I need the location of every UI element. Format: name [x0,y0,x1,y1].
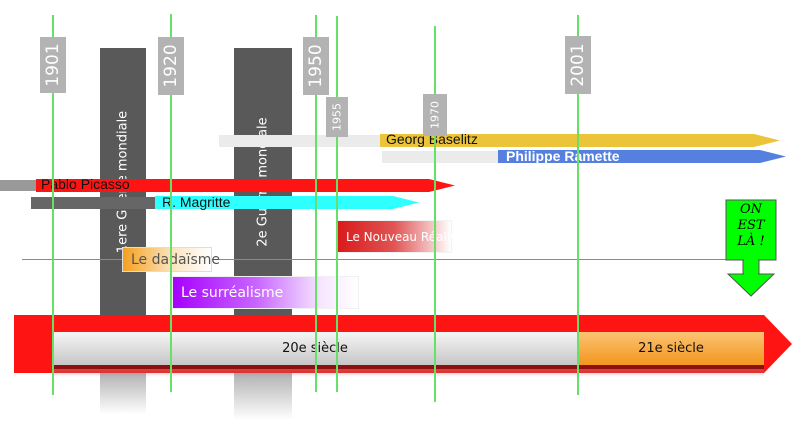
movement-surrealisme[interactable]: Le surréalisme [172,276,359,309]
artist-label-ramette: Philippe Ramette [506,148,620,164]
war-band-ww1-reflection [100,372,146,414]
year-label: 2001 [568,43,588,87]
artist-bar-picasso[interactable] [36,179,455,192]
artist-track-magritte [31,197,157,209]
artist-label-picasso: Pablo Picasso [41,176,130,192]
war-band-ww2-reflection [234,372,292,420]
marker-line: ON [739,202,763,217]
guide-line-1955 [336,16,338,392]
movement-label: Le Nouveau Réalisme [346,229,476,244]
year-box-2001: 2001 [565,36,591,94]
on-est-la-marker: ON EST LÀ ! [725,198,777,300]
artist-track-picasso [0,180,38,191]
artist-bar-magritte[interactable] [155,196,419,209]
present-line [22,259,730,260]
artist-bar-ramette[interactable] [498,150,786,163]
year-box-1950: 1950 [303,37,329,95]
marker-text: ON EST LÀ ! [726,202,776,250]
artist-track-baselitz [219,135,381,147]
century-band-21: 21e siècle [578,332,764,369]
movement-label: Le surréalisme [181,284,284,301]
artist-track-ramette [382,151,500,163]
year-label: 1955 [330,103,344,131]
year-box-1955: 1955 [326,97,348,137]
year-box-1920: 1920 [158,37,184,95]
movement-nouveau-realisme[interactable]: Le Nouveau Réalisme [337,220,475,253]
guide-line-1920 [170,14,172,392]
year-label: 1950 [306,44,326,88]
artist-label-baselitz: Georg Baselitz [386,131,478,147]
timeline-reflection [52,369,764,377]
guide-line-2001 [577,15,579,395]
down-arrow-icon [725,199,777,297]
year-box-1970: 1970 [423,94,447,136]
guide-line-1970 [434,26,436,402]
movement-dadaisme[interactable]: Le dadaïsme [122,247,220,272]
marker-line: LÀ ! [737,234,765,249]
artist-label-magritte: R. Magritte [162,194,231,210]
year-label: 1970 [428,101,442,129]
century-label: 21e siècle [638,341,704,356]
year-label: 1920 [161,44,181,88]
guide-line-1950 [315,15,317,392]
artist-bar-baselitz[interactable] [380,134,780,147]
year-label: 1901 [43,43,63,87]
marker-line: EST [737,218,765,233]
movement-label: Le dadaïsme [131,251,220,268]
year-box-1901: 1901 [40,37,66,93]
guide-line-1901 [52,15,54,395]
